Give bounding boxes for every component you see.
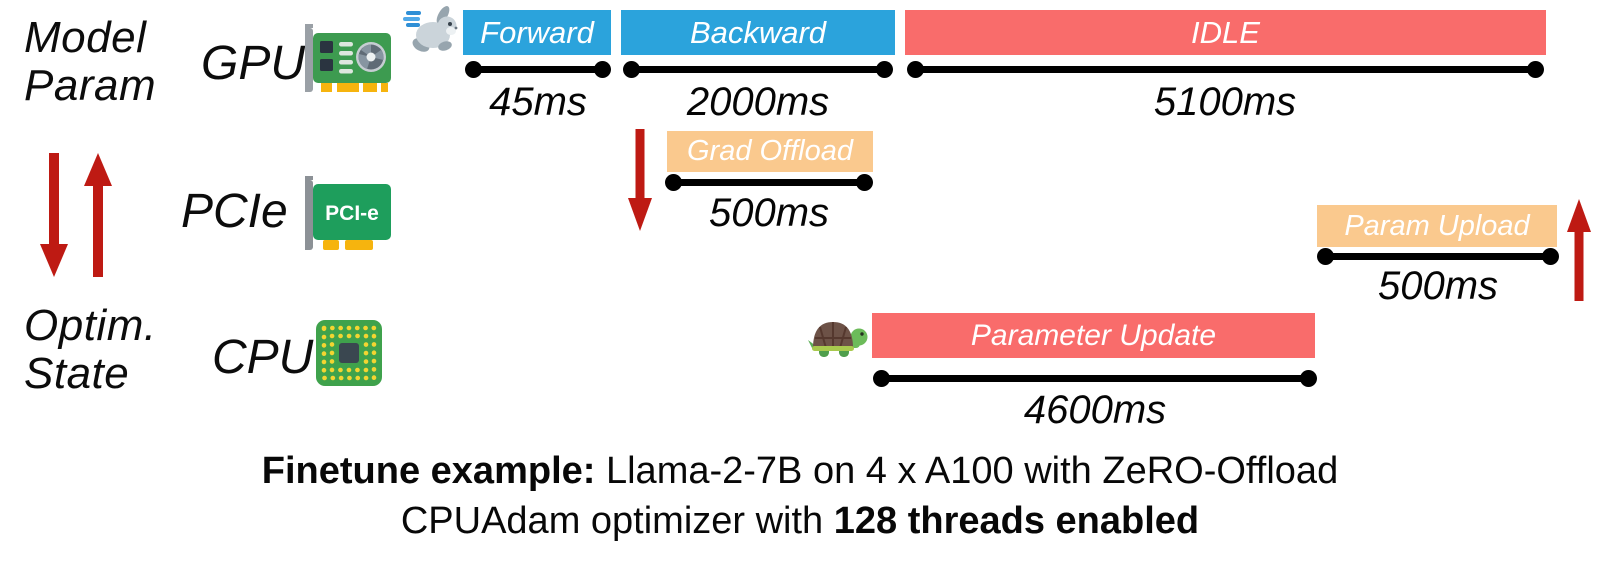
caption-line2-bold: 128 threads enabled [833,500,1200,542]
caption-line1-rest: Llama-2-7B on 4 x A100 with ZeRO-Offload [595,450,1339,492]
gpu-card-icon [305,24,391,92]
segment-label-backward: Backward [689,14,827,50]
rabbit-icon [403,6,458,52]
lane-label-cpu: CPU [212,331,314,384]
optim-state-line2: State [24,349,130,398]
model-param-line1: Model [24,13,147,62]
lane-label-gpu: GPU [201,37,306,90]
caption-line2-prefix: CPUAdam optimizer with [400,500,834,542]
duration-label-parameter-update: 4600ms [1023,388,1167,432]
caption-line1-bold: Finetune example: [261,450,596,492]
duration-label-backward: 2000ms [686,80,830,124]
turtle-icon [808,322,868,357]
red-down-arrow-icon [628,129,652,231]
segment-label-forward: Forward [480,14,594,50]
optim-state-line1: Optim. [24,301,157,350]
segment-bar-grad-offload: Grad Offload [667,131,873,172]
caption-line-2: CPUAdam optimizer with 128 threads enabl… [0,500,1600,543]
segment-bar-parameter-update: Parameter Update [872,313,1315,358]
caption-line-1: Finetune example: Llama-2-7B on 4 x A100… [0,450,1600,493]
segment-label-parameter-update: Parameter Update [970,318,1217,352]
duration-line-parameter-update [873,370,1317,387]
duration-line-backward [623,61,893,78]
segment-label-param-upload: Param Upload [1344,209,1530,242]
model-param-line2: Param [24,61,157,110]
duration-label-idle: 5100ms [1153,80,1297,124]
duration-line-param-upload [1317,248,1559,265]
segment-bar-param-upload: Param Upload [1317,205,1557,247]
segment-label-idle: IDLE [1191,14,1260,50]
cpu-chip-icon [316,320,382,386]
pcie-card-icon: PCI-e [305,176,391,250]
duration-label-param-upload: 500ms [1377,264,1499,308]
red-up-arrow-icon [1567,199,1591,301]
lane-label-pcie: PCIe [181,185,288,238]
duration-label-grad-offload: 500ms [708,191,830,235]
segment-bar-forward: Forward [463,10,611,55]
segment-bar-backward: Backward [621,10,895,55]
pcie-card-text: PCI-e [325,202,379,225]
segment-label-grad-offload: Grad Offload [686,135,854,167]
optim-state-label: Optim. State [24,302,157,398]
model-param-transfer-arrows-icon [40,153,112,277]
duration-label-forward: 45ms [489,80,587,124]
segment-bar-idle: IDLE [905,10,1546,55]
duration-line-grad-offload [665,174,873,191]
model-param-label: Model Param [24,14,156,110]
duration-line-idle [907,61,1544,78]
duration-line-forward [465,61,611,78]
